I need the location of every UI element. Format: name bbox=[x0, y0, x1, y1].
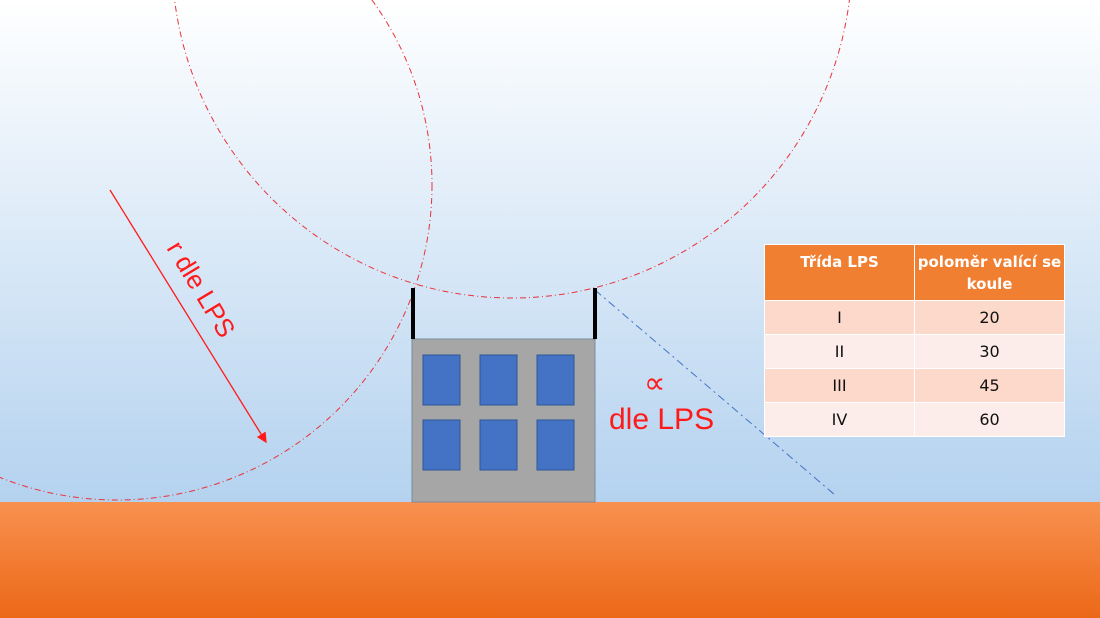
table-header-row: Třída LPS poloměr valící se koule bbox=[764, 244, 1065, 301]
windows bbox=[422, 354, 575, 471]
angle-label: dle LPS bbox=[609, 403, 715, 436]
cell-radius: 45 bbox=[914, 368, 1065, 403]
window bbox=[422, 354, 461, 406]
ground bbox=[0, 502, 1100, 618]
cell-radius: 60 bbox=[914, 402, 1065, 437]
window bbox=[479, 419, 518, 471]
cell-radius: 20 bbox=[914, 300, 1065, 335]
rolling-sphere-top bbox=[174, 0, 850, 299]
header-radius: poloměr valící se koule bbox=[914, 244, 1065, 301]
table-row: IV 60 bbox=[764, 402, 1065, 437]
protection-angle-line bbox=[594, 289, 836, 496]
radius-arrow bbox=[109, 189, 267, 444]
cell-radius: 30 bbox=[914, 334, 1065, 369]
angle-symbol: ∝ bbox=[644, 367, 666, 400]
cell-class: II bbox=[764, 334, 915, 369]
lps-class-table: Třída LPS poloměr valící se koule I 20 I… bbox=[764, 244, 1065, 437]
window bbox=[422, 419, 461, 471]
window bbox=[536, 419, 575, 471]
cell-class: I bbox=[764, 300, 915, 335]
cell-class: III bbox=[764, 368, 915, 403]
cell-class: IV bbox=[764, 402, 915, 437]
rolling-sphere-left bbox=[0, 0, 433, 501]
window bbox=[536, 354, 575, 406]
table-row: II 30 bbox=[764, 334, 1065, 369]
header-class: Třída LPS bbox=[764, 244, 915, 301]
table-row: I 20 bbox=[764, 300, 1065, 335]
window bbox=[479, 354, 518, 406]
air-terminal-left bbox=[411, 288, 415, 339]
table-row: III 45 bbox=[764, 368, 1065, 403]
air-terminal-right bbox=[593, 288, 597, 339]
